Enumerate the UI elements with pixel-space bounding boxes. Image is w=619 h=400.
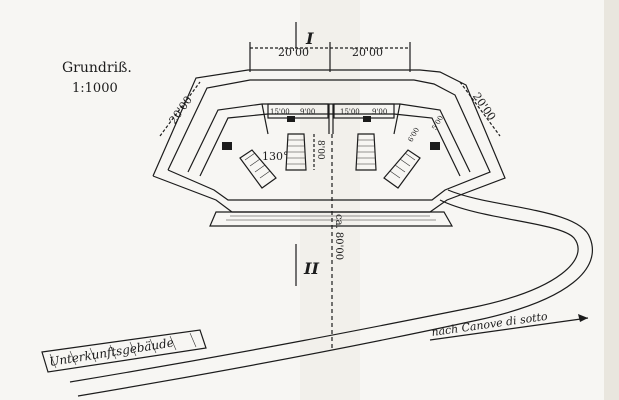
stair-center-left <box>285 133 307 171</box>
front-glacis <box>209 211 454 227</box>
dim-left-gallery: 15'00 <box>270 108 290 116</box>
dim-right-gallery: 9'00 <box>372 108 387 116</box>
access-road <box>69 189 594 397</box>
paper-fold <box>604 0 619 400</box>
dim-left-inner: 9'00 <box>300 108 315 116</box>
dim-right-inner: 15'00 <box>340 108 360 116</box>
section-mark-top: I <box>305 29 314 48</box>
dim-center-depth: 8'00 <box>315 140 325 160</box>
dimension-lines <box>159 42 501 350</box>
plan-title: Grundriß. <box>62 60 132 76</box>
fort-outer-outline <box>152 69 506 213</box>
section-mark-bottom: II <box>303 259 319 278</box>
stair-center-right <box>355 133 377 171</box>
stair-left <box>239 149 277 189</box>
dim-angle: 130° <box>262 150 289 163</box>
dim-top-right: 20'00 <box>352 46 383 59</box>
road-arrow-icon <box>429 314 589 341</box>
dim-top-left: 20'00 <box>278 46 309 59</box>
accommodation-building <box>41 329 207 373</box>
stair-right <box>383 149 421 189</box>
dim-approach: ca. 80'00 <box>333 214 344 260</box>
fort-inner-works <box>187 103 471 177</box>
plan-scale: 1:1000 <box>72 81 118 96</box>
